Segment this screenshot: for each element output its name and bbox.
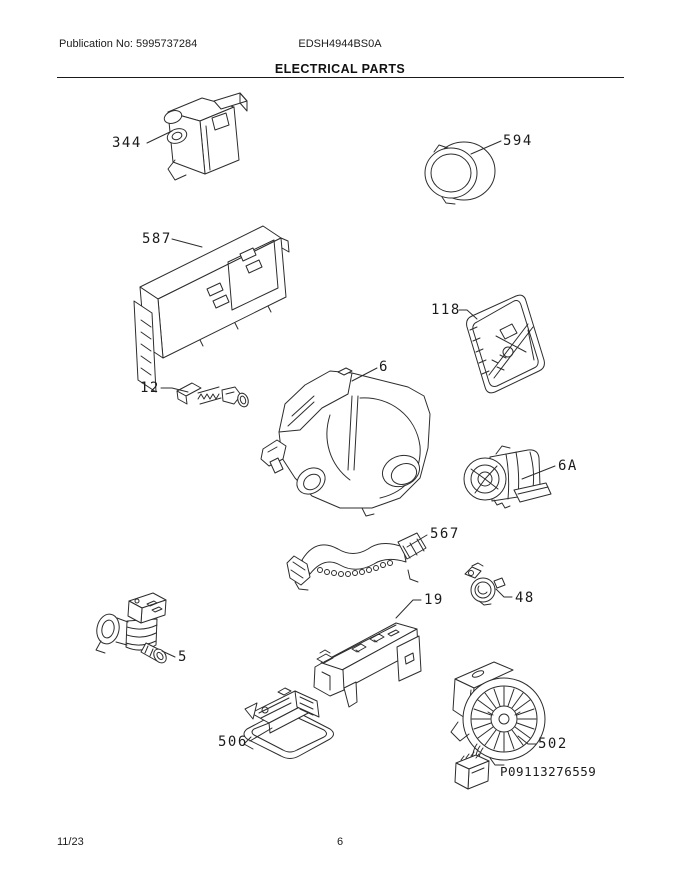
part-6A-drawing xyxy=(463,445,552,509)
callout-48: 48 xyxy=(515,590,535,606)
leader-344 xyxy=(146,130,173,144)
callout-6: 6 xyxy=(379,359,389,375)
callout-5: 5 xyxy=(178,649,188,665)
part-594-drawing xyxy=(424,141,496,205)
leader-118 xyxy=(458,309,478,320)
callout-502: 502 xyxy=(538,736,568,752)
callout-594: 594 xyxy=(503,133,533,149)
leader-594 xyxy=(470,140,502,155)
part-118-drawing xyxy=(466,294,545,394)
leader-587 xyxy=(171,238,203,248)
leader-48 xyxy=(495,588,513,598)
callout-118: 118 xyxy=(431,302,461,318)
leader-6A xyxy=(521,465,556,480)
part-506-drawing xyxy=(243,687,334,759)
part-502-drawing xyxy=(450,661,546,790)
part-19-drawing xyxy=(313,622,422,708)
serial-number: P09113276559 xyxy=(500,764,597,779)
part-567-drawing xyxy=(286,532,427,591)
leader-lines xyxy=(146,130,556,745)
footer-page-number: 6 xyxy=(336,836,344,848)
section-title: ELECTRICAL PARTS xyxy=(274,62,406,76)
part-48-drawing xyxy=(464,562,506,606)
part-5-drawing xyxy=(95,592,167,664)
part-6-drawing xyxy=(260,367,431,517)
callout-12: 12 xyxy=(140,380,160,396)
leader-19 xyxy=(395,599,422,619)
part-344-drawing xyxy=(163,92,248,181)
callout-506: 506 xyxy=(218,734,248,750)
callout-6A: 6A xyxy=(558,458,578,474)
header-divider-rule xyxy=(57,77,624,78)
leader-6 xyxy=(351,367,378,382)
publication-number: Publication No: 5995737284 xyxy=(59,38,198,50)
callout-587: 587 xyxy=(142,231,172,247)
leader-5 xyxy=(161,650,176,658)
leader-12 xyxy=(160,387,189,393)
leader-567 xyxy=(406,534,428,548)
part-587-drawing xyxy=(133,225,290,393)
model-number: EDSH4944BS0A xyxy=(298,38,382,50)
part-12-drawing xyxy=(176,382,249,408)
footer-date: 11/23 xyxy=(57,836,84,848)
leader-506 xyxy=(249,727,273,742)
callout-567: 567 xyxy=(430,526,460,542)
leader-502 xyxy=(517,735,537,745)
callout-344: 344 xyxy=(112,135,142,151)
callout-19: 19 xyxy=(424,592,444,608)
